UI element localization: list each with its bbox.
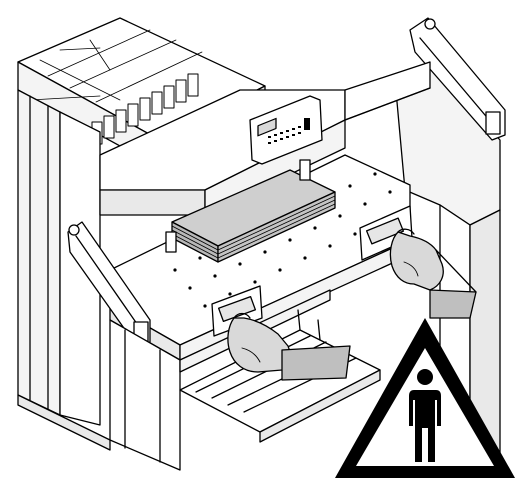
- left-two-hand-button: [211, 285, 263, 337]
- left-frame: [17, 89, 101, 426]
- right-hand: [389, 228, 477, 319]
- left-hand: [227, 312, 351, 381]
- control-panel: [249, 95, 323, 165]
- person-figure-icon: [409, 369, 441, 462]
- warning-triangle-person-icon: [335, 318, 515, 478]
- right-light-curtain: [409, 17, 506, 141]
- paper-stack: [171, 169, 336, 263]
